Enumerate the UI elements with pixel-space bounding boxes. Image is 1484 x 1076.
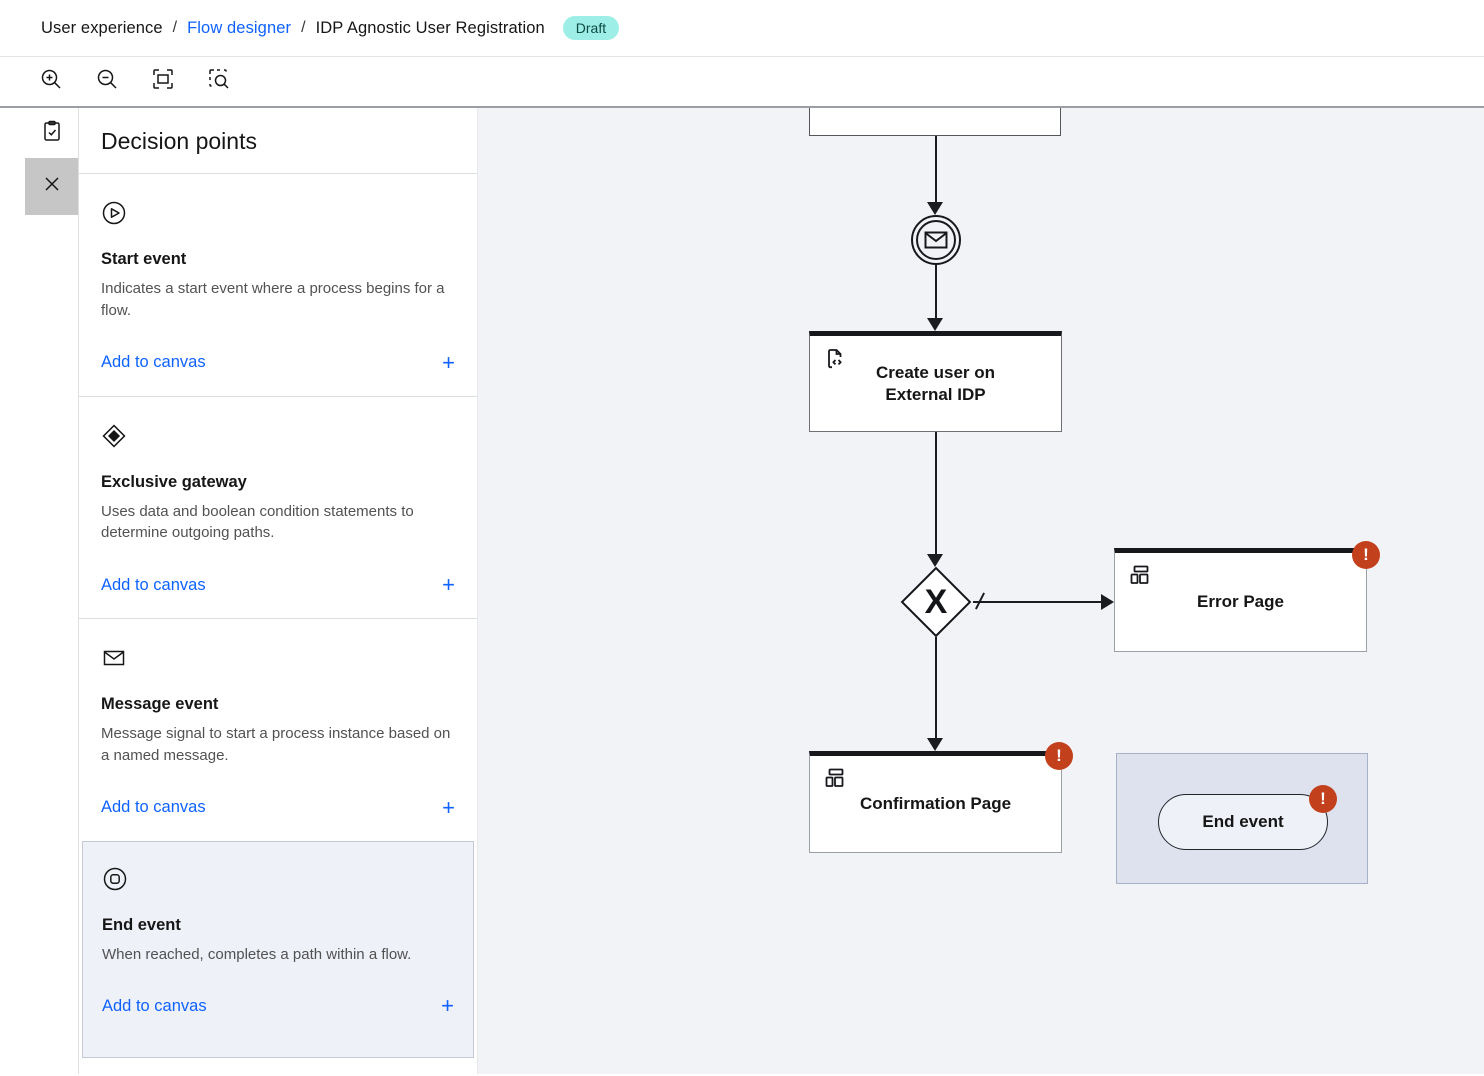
- divider: [79, 618, 477, 619]
- end-event-icon: [102, 866, 128, 892]
- breadcrumb: User experience / Flow designer / IDP Ag…: [0, 0, 1484, 57]
- error-badge: !: [1045, 742, 1073, 770]
- flow-node-end-event-selected[interactable]: End event !: [1116, 753, 1368, 884]
- fit-to-screen-button[interactable]: [150, 69, 176, 95]
- add-to-canvas-link[interactable]: Add to canvas: [102, 996, 207, 1015]
- breadcrumb-separator: /: [172, 19, 178, 36]
- close-panel-button[interactable]: [25, 158, 78, 215]
- connector: [935, 432, 937, 555]
- zoom-out-button[interactable]: [94, 69, 120, 95]
- page-template-icon: [1128, 564, 1152, 588]
- node-label: Error Page: [1197, 592, 1284, 612]
- breadcrumb-item-user-experience[interactable]: User experience: [41, 18, 163, 37]
- add-plus-icon[interactable]: +: [441, 993, 454, 1019]
- palette-item-title: End event: [102, 915, 181, 934]
- gateway-x-symbol: X: [924, 582, 948, 621]
- connector-arrowhead: [927, 554, 943, 567]
- divider: [79, 173, 477, 174]
- envelope-icon: [924, 231, 948, 249]
- exclusive-gateway-icon: [101, 423, 127, 449]
- palette-item-message-event[interactable]: Message event Message signal to start a …: [79, 619, 477, 841]
- start-event-icon: [101, 200, 127, 226]
- breadcrumb-separator: /: [301, 19, 306, 36]
- connector-arrowhead: [927, 738, 943, 751]
- breadcrumb-item-current-page: IDP Agnostic User Registration: [315, 18, 545, 37]
- end-event-pill[interactable]: End event !: [1158, 785, 1337, 850]
- add-plus-icon[interactable]: +: [442, 349, 455, 375]
- palette-item-end-event-selected[interactable]: End event When reached, completes a path…: [82, 840, 474, 1059]
- connector: [935, 637, 937, 739]
- page-template-icon: [823, 767, 847, 791]
- clipboard-check-icon: [40, 119, 64, 148]
- flow-node-partial[interactable]: [809, 108, 1061, 136]
- node-label: Create user on External IDP: [875, 363, 996, 404]
- node-label: Confirmation Page: [859, 794, 1012, 814]
- palette-item-description: Uses data and boolean condition statemen…: [101, 502, 414, 542]
- add-plus-icon[interactable]: +: [442, 794, 455, 820]
- error-badge: !: [1309, 785, 1337, 813]
- flow-node-create-user[interactable]: Create user on External IDP: [809, 331, 1062, 432]
- close-icon: [43, 175, 61, 198]
- palette-item-title: Start event: [101, 250, 187, 268]
- connector-arrowhead: [1101, 594, 1114, 610]
- connector-arrowhead: [927, 202, 943, 215]
- add-to-canvas-link[interactable]: Add to canvas: [101, 353, 206, 371]
- flow-node-error-page[interactable]: Error Page !: [1114, 541, 1380, 652]
- breadcrumb-item-flow-designer[interactable]: Flow designer: [187, 18, 292, 37]
- flow-canvas[interactable]: Create user on External IDP X Error Page…: [478, 108, 1484, 1074]
- palette-item-start-event[interactable]: Start event Indicates a start event wher…: [79, 174, 477, 396]
- palette-item-exclusive-gateway[interactable]: Exclusive gateway Uses data and boolean …: [79, 397, 477, 619]
- fit-to-screen-icon: [152, 68, 174, 95]
- divider: [79, 395, 477, 397]
- search-locate-icon: [208, 68, 230, 95]
- connector-arrowhead: [927, 318, 943, 331]
- status-badge: Draft: [562, 16, 620, 40]
- message-event-circle: [916, 220, 956, 260]
- zoom-in-button[interactable]: [38, 69, 64, 95]
- search-locate-button[interactable]: [206, 69, 232, 95]
- add-to-canvas-link[interactable]: Add to canvas: [101, 575, 206, 594]
- zoom-in-icon: [40, 68, 62, 95]
- script-document-icon: [823, 347, 847, 371]
- message-event-icon: [101, 645, 127, 671]
- connector: [973, 601, 1102, 603]
- zoom-out-icon: [96, 68, 118, 95]
- palette-item-title: Message event: [101, 695, 219, 713]
- decision-points-panel: Decision points Start event Indicates a …: [78, 108, 478, 1074]
- connector: [935, 265, 937, 319]
- canvas-toolbar: [0, 57, 1484, 108]
- palette-item-description: Indicates a start event where a process …: [101, 280, 445, 319]
- palette-item-description: When reached, completes a path within a …: [102, 945, 412, 963]
- flow-node-message-event[interactable]: [911, 215, 961, 265]
- connector: [935, 136, 937, 204]
- node-label: End event: [1202, 812, 1284, 831]
- palette-tab-button[interactable]: [25, 108, 78, 158]
- panel-title: Decision points: [101, 128, 257, 154]
- palette-item-title: Exclusive gateway: [101, 472, 247, 491]
- flow-node-confirmation-page[interactable]: Confirmation Page !: [809, 742, 1073, 853]
- left-rail: [0, 108, 78, 1074]
- palette-item-description: Message signal to start a process instan…: [101, 725, 451, 764]
- add-plus-icon[interactable]: +: [442, 572, 455, 597]
- error-badge: !: [1352, 541, 1380, 569]
- add-to-canvas-link[interactable]: Add to canvas: [101, 798, 206, 816]
